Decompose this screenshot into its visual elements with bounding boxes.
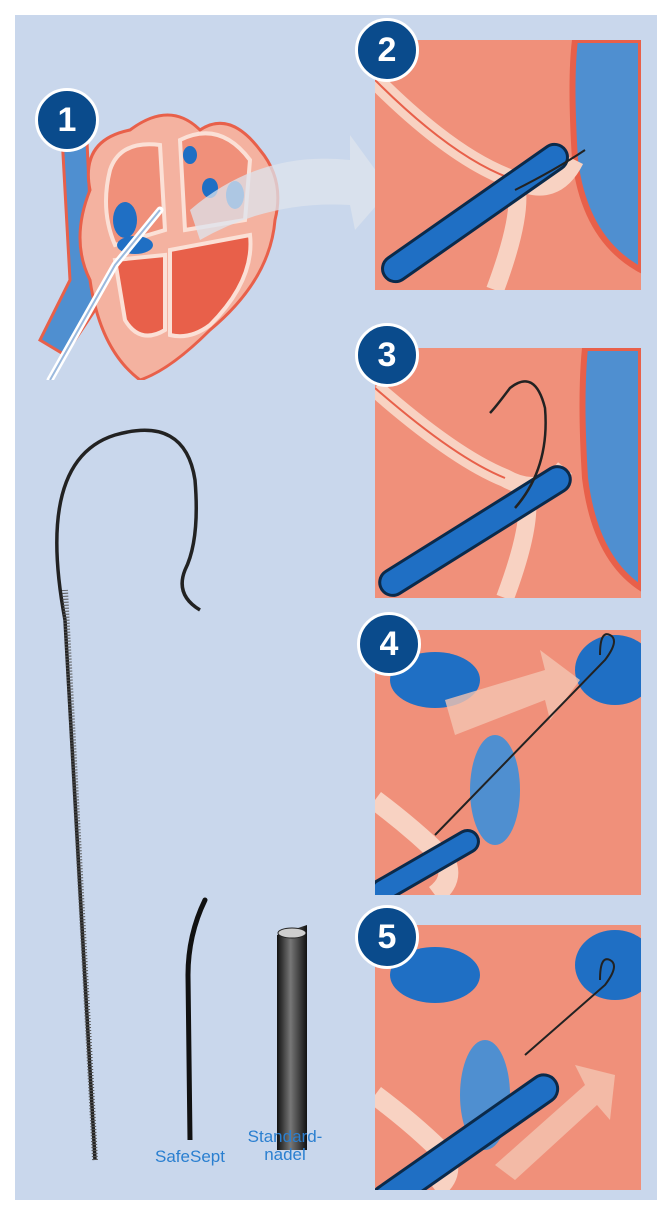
step-badge-1: 1	[35, 88, 99, 152]
standard-needle-label-line2: nadel	[240, 1146, 330, 1164]
step-badge-3: 3	[355, 323, 419, 387]
step-badge-4: 4	[357, 612, 421, 676]
step-5-panel	[375, 925, 641, 1190]
step-3-panel	[375, 348, 641, 598]
standard-needle	[272, 925, 312, 1150]
standard-needle-label-line1: Standard-	[240, 1128, 330, 1146]
step-4-panel	[375, 630, 641, 895]
safesept-needle-tip	[180, 895, 210, 1140]
standard-needle-label: Standard- nadel	[240, 1128, 330, 1164]
safesept-label: SafeSept	[140, 1148, 240, 1166]
step-badge-2: 2	[355, 18, 419, 82]
step-2-panel	[375, 40, 641, 290]
step-badge-5: 5	[355, 905, 419, 969]
